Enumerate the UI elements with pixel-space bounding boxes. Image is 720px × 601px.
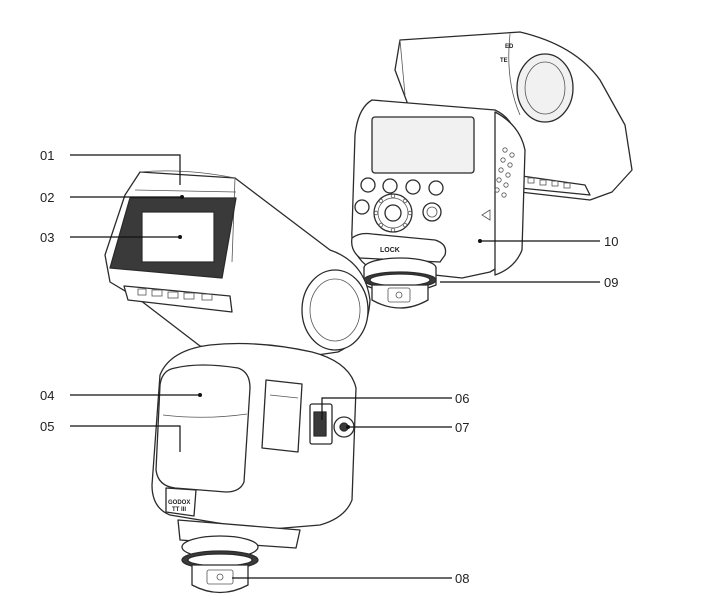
callout-label-05: 05	[40, 419, 54, 434]
callout-label-09: 09	[604, 275, 618, 290]
callout-06: 06	[321, 391, 469, 420]
lcd-screen	[371, 116, 475, 174]
flash-front-view: GODOX TT III	[104, 170, 371, 594]
callout-label-04: 04	[40, 388, 54, 403]
callout-08: 08	[232, 571, 469, 586]
callout-07: 07	[346, 420, 469, 435]
front-hot-shoe	[177, 519, 301, 594]
callout-label-01: 01	[40, 148, 54, 163]
lock-label: LOCK	[380, 247, 400, 254]
flash-back-view: ED TE	[351, 31, 633, 309]
battery-door-grip	[481, 147, 515, 221]
callout-09: 09	[440, 275, 618, 290]
callout-label-02: 02	[40, 190, 54, 205]
callout-10: 10	[478, 234, 618, 249]
callout-05: 05	[40, 419, 181, 452]
callout-02: 02	[40, 190, 184, 205]
front-logo-plate: GODOX TT III	[165, 487, 197, 517]
back-panel-marking-b: TE	[500, 58, 508, 64]
callout-label-10: 10	[604, 234, 618, 249]
usb-port	[309, 403, 333, 445]
control-buttons	[354, 177, 444, 222]
back-panel-marking-a: ED	[505, 44, 514, 50]
select-dial	[373, 193, 413, 233]
front-model: TT III	[172, 507, 186, 513]
sync-port	[333, 416, 355, 438]
callout-label-06: 06	[455, 391, 469, 406]
callout-label-07: 07	[455, 420, 469, 435]
back-hot-shoe	[363, 257, 437, 309]
callout-label-08: 08	[455, 571, 469, 586]
callout-01: 01	[40, 148, 181, 185]
callout-label-03: 03	[40, 230, 54, 245]
callout-03: 03	[40, 230, 182, 245]
callout-04: 04	[40, 388, 202, 403]
front-logo: GODOX	[168, 500, 190, 506]
